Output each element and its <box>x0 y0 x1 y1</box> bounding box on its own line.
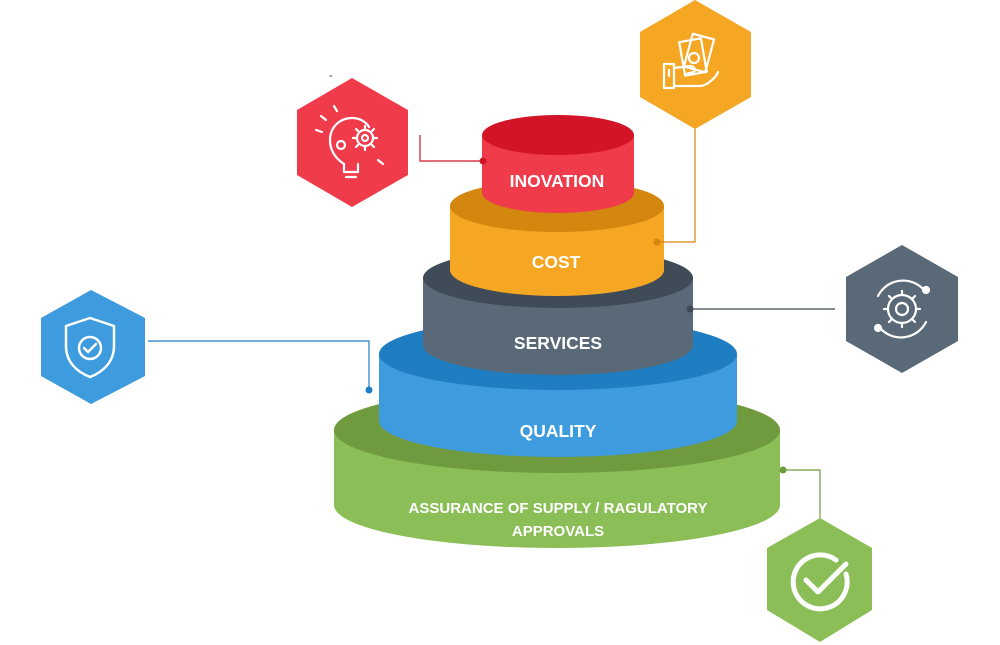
tier-services-label: SERVICES <box>514 333 602 353</box>
tier-assurance-label-line2: APPROVALS <box>512 523 604 540</box>
tier-quality-label: QUALITY <box>520 421 597 441</box>
tier-cost-label: COST <box>532 252 581 272</box>
tier-innovation-label: INOVATION <box>510 171 605 191</box>
tier-innovation-top <box>482 115 634 155</box>
connector-services <box>686 305 835 313</box>
quality-badge <box>41 290 145 404</box>
assurance-badge <box>767 518 872 642</box>
money-hand-icon <box>662 32 720 90</box>
connector-quality <box>148 340 373 394</box>
stray-dash: - <box>329 70 333 82</box>
tier-assurance-label-line1: ASSURANCE OF SUPPLY / RAGULATORY <box>409 500 708 517</box>
connector-innovation <box>419 135 487 165</box>
lightbulb-gear-icon <box>314 104 385 179</box>
cost-badge <box>640 0 751 129</box>
gear-cycle-icon <box>873 279 931 339</box>
tier-innovation: INOVATION <box>482 115 634 213</box>
check-circle-icon <box>790 552 850 612</box>
connector-cost <box>653 122 696 246</box>
tier-innovation-side <box>482 135 634 213</box>
innovation-badge <box>297 78 408 207</box>
services-badge <box>846 245 958 373</box>
shield-check-icon <box>64 316 116 379</box>
connector-assurance <box>779 466 821 518</box>
